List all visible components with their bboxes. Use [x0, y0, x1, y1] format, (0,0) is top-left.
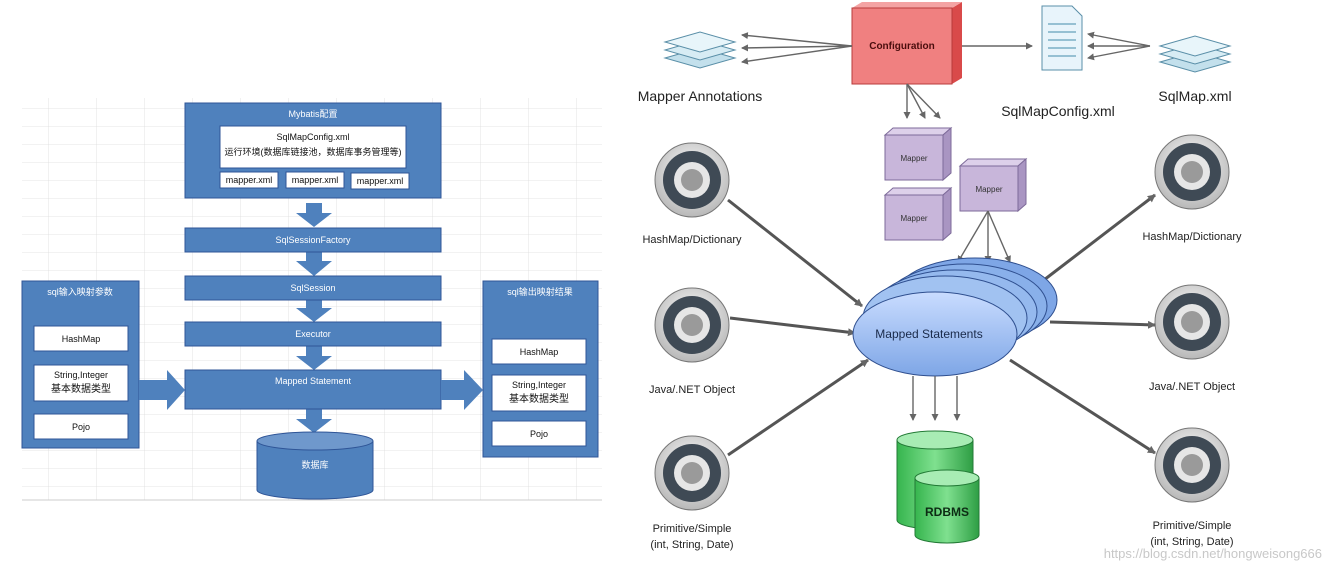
output-hashmap-caption: HashMap/Dictionary — [1142, 231, 1242, 243]
mapped-statements-label: Mapped Statements — [875, 327, 982, 341]
input-primitive-types-caption: (int, String, Date) — [650, 539, 733, 551]
sqlsession-label: SqlSession — [290, 283, 335, 293]
output-pojo-box — [491, 420, 587, 447]
mapper-annotations-icon — [663, 31, 737, 69]
output-basic-label: 基本数据类型 — [509, 392, 569, 405]
config-file-label: SqlMapConfig.xml — [276, 132, 349, 142]
mapper-label-3: Mapper — [975, 185, 1002, 194]
mapper-xml-box-2 — [285, 171, 345, 189]
output-object-caption: Java/.NET Object — [1149, 381, 1235, 393]
data-flow-arrows — [727, 193, 1156, 457]
rdbms-label: RDBMS — [925, 505, 969, 519]
output-types-box — [491, 374, 587, 412]
mapper-xml-label-2: mapper.xml — [292, 175, 339, 185]
mapper-annotations-label: Mapper Annotations — [638, 88, 763, 104]
sqlsessionfactory-label: SqlSessionFactory — [275, 235, 351, 245]
sqlmapconfig-label: SqlMapConfig.xml — [1001, 103, 1115, 119]
database-cylinder — [256, 431, 374, 500]
output-node-object — [1154, 284, 1230, 360]
input-hashmap-caption: HashMap/Dictionary — [642, 234, 742, 246]
mapper-xml-label-3: mapper.xml — [357, 176, 404, 186]
mapper-label-2: Mapper — [900, 214, 927, 223]
executor-label: Executor — [295, 329, 331, 339]
input-basic-label: 基本数据类型 — [51, 382, 111, 395]
rdbms-cylinder-front — [914, 469, 980, 544]
input-primitive-caption: Primitive/Simple — [653, 523, 732, 535]
input-hashmap-label: HashMap — [62, 334, 101, 344]
output-types-label: String,Integer — [512, 380, 566, 390]
mapper-to-statements-arrows — [957, 210, 1011, 263]
output-node-hashmap — [1154, 134, 1230, 210]
sqlsession-box — [184, 275, 442, 301]
sqlmapconfig-document-icon — [1041, 5, 1083, 71]
mapper-xml-box-3 — [350, 172, 410, 190]
output-node-primitive — [1154, 427, 1230, 503]
database-label: 数据库 — [301, 459, 328, 470]
mapped-statements-stack — [852, 257, 1058, 377]
input-to-mapped-arrow — [139, 370, 185, 410]
statements-to-rdbms-arrows — [909, 376, 961, 421]
sqlmap-label: SqlMap.xml — [1158, 88, 1231, 104]
sqlmap-icon — [1158, 35, 1232, 73]
sqlsessionfactory-box — [184, 227, 442, 253]
right-diagram-svg: Configuration Mapper Annotations SqlMapC… — [638, 2, 1322, 561]
mapper-xml-box-1 — [219, 171, 279, 189]
left-diagram-svg: Mybatis配置 SqlMapConfig.xml 运行环境(数据库链接池，数… — [21, 98, 602, 501]
output-mapping-title: sql输出映射结果 — [507, 286, 573, 297]
output-hashmap-label: HashMap — [520, 347, 559, 357]
output-pojo-label: Pojo — [530, 429, 548, 439]
input-node-object — [654, 287, 730, 363]
mybatis-architecture-diagram: Mybatis配置 SqlMapConfig.xml 运行环境(数据库链接池，数… — [0, 0, 620, 572]
input-pojo-label: Pojo — [72, 422, 90, 432]
watermark-text: https://blog.csdn.net/hongweisong666 — [1104, 546, 1322, 561]
input-mapping-title: sql输入映射参数 — [47, 286, 113, 297]
output-primitive-caption: Primitive/Simple — [1153, 520, 1232, 532]
mapped-statement-label: Mapped Statement — [275, 376, 352, 386]
input-object-caption: Java/.NET Object — [649, 384, 735, 396]
flow-down-arrows — [296, 203, 332, 433]
output-primitive-types-caption: (int, String, Date) — [1150, 536, 1233, 548]
config-title: Mybatis配置 — [288, 109, 337, 119]
mapped-to-output-arrow — [441, 370, 483, 410]
config-env-label: 运行环境(数据库链接池，数据库事务管理等) — [225, 146, 402, 157]
mapped-statement-box — [184, 369, 442, 410]
input-node-primitive — [654, 435, 730, 511]
input-node-hashmap — [654, 142, 730, 218]
mapper-cube-1 — [883, 126, 953, 182]
sqlmapconfig-box — [219, 125, 407, 169]
ibatis-architecture-diagram: Configuration Mapper Annotations SqlMapC… — [615, 0, 1333, 572]
top-connector-arrows — [741, 31, 1151, 119]
configuration-label: Configuration — [869, 41, 935, 52]
output-hashmap-box — [491, 338, 587, 365]
mapper-cube-2 — [883, 186, 953, 242]
input-hashmap-box — [33, 325, 129, 352]
input-types-box — [33, 364, 129, 402]
input-types-label: String,Integer — [54, 370, 108, 380]
mapper-cube-3 — [958, 157, 1028, 213]
configuration-box — [851, 2, 962, 85]
input-pojo-box — [33, 413, 129, 440]
mapper-xml-label-1: mapper.xml — [226, 175, 273, 185]
mapper-label-1: Mapper — [900, 154, 927, 163]
executor-box — [184, 321, 442, 347]
